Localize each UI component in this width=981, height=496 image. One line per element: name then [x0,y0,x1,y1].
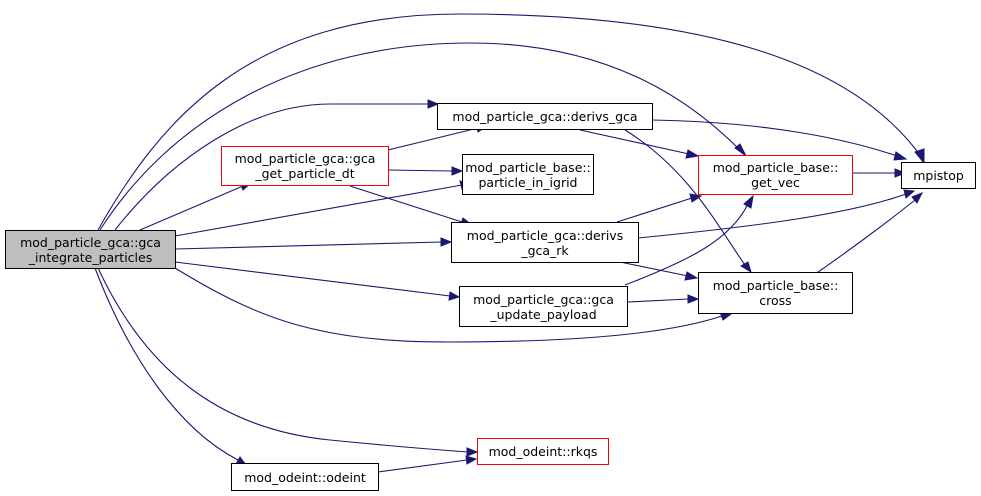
edge-integrate-to-particle-in-igrid [174,180,473,237]
node-cross-line1: mod_particle_base:: [712,278,839,293]
node-update-payload-line2: _update_payload [490,306,597,322]
node-rkqs-line1: mod_odeint::rkqs [488,444,598,459]
edge-derivs-gca-rk-to-mpistop [637,189,916,239]
edge-integrate-to-update-payload [174,261,461,301]
node-get-vec-line1: mod_particle_base:: [712,160,839,175]
node-update-payload[interactable]: mod_particle_gca::gca _update_payload [459,286,628,327]
edge-derivs-gca-rk-to-get-vec [616,193,703,223]
edge-derivs-gca-to-cross [624,129,752,274]
node-mpistop-line1: mpistop [913,168,964,183]
edge-integrate-to-mpistop [97,13,925,231]
node-get-vec[interactable]: mod_particle_base:: get_vec [698,155,853,195]
node-derivs-gca[interactable]: mod_particle_gca::derivs_gca [437,103,653,130]
node-get-vec-line2: get_vec [751,175,800,190]
node-particle-in-igrid[interactable]: mod_particle_base:: particle_in_igrid [462,154,594,195]
edge-integrate-to-derivs-gca [114,99,440,231]
node-rkqs[interactable]: mod_odeint::rkqs [477,438,609,465]
edge-integrate-to-get-particle-dt [139,181,253,231]
node-derivs-gca-rk-line1: mod_particle_gca::derivs [466,227,624,243]
node-update-payload-line1: mod_particle_gca::gca [473,291,614,307]
edge-update-payload-to-cross [627,294,700,304]
node-get-particle-dt-line1: mod_particle_gca::gca [234,151,376,166]
edge-integrate-to-derivs-gca-rk [174,237,453,250]
node-derivs-gca-line1: mod_particle_gca::derivs_gca [452,109,638,124]
edge-integrate-to-odeint [94,267,248,466]
edge-integrate-to-cross [174,267,733,343]
edge-get-dt-to-derivs-gca-rk [349,185,474,227]
edge-derivs-gca-to-mpistop [651,119,908,161]
edge-cross-to-mpistop [817,192,924,273]
edge-integrate-to-rkqs [97,267,479,457]
node-integrate-particles-line2: _integrate_particles [28,249,153,265]
edge-derivs-gca-to-get-vec [579,129,700,159]
node-derivs-gca-rk-line2: _gca_rk [521,242,569,258]
node-cross-line2: cross [759,293,792,308]
node-cross[interactable]: mod_particle_base:: cross [698,272,853,314]
edge-derivs-gca-rk-to-cross [619,261,699,281]
node-odeint-line1: mod_odeint::odeint [244,469,366,485]
edge-odeint-to-rkqs [377,455,478,473]
edge-integrate-to-get-vec [99,42,747,231]
node-mpistop[interactable]: mpistop [901,162,976,189]
node-integrate-particles-line1: mod_particle_gca::gca [20,234,161,250]
node-particle-in-igrid-line2: particle_in_igrid [478,174,578,190]
node-particle-in-igrid-line1: mod_particle_base:: [465,159,591,175]
node-derivs-gca-rk[interactable]: mod_particle_gca::derivs _gca_rk [451,222,639,263]
node-odeint[interactable]: mod_odeint::odeint [231,463,379,491]
node-integrate-particles: mod_particle_gca::gca _integrate_particl… [5,230,176,269]
edge-update-payload-to-get-vec [624,194,754,286]
node-get-particle-dt[interactable]: mod_particle_gca::gca _get_particle_dt [221,146,389,186]
edge-get-vec-to-mpistop [853,168,907,178]
node-get-particle-dt-line2: _get_particle_dt [255,166,355,181]
edge-get-dt-to-particle-in-igrid [387,166,464,176]
